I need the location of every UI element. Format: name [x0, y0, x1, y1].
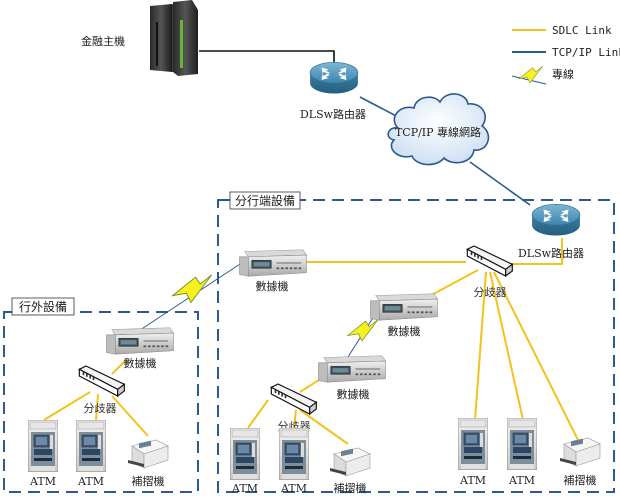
zone-branch-title: 分行端設備 — [235, 193, 295, 208]
terminal-branch-low-atm-1[interactable]: ATM — [230, 428, 260, 495]
hub-offsite-icon — [78, 365, 125, 397]
passbook-printer-icon — [127, 439, 169, 469]
terminal-offsite-atm-2[interactable]: ATM — [76, 420, 106, 488]
passbook-printer-icon — [559, 437, 601, 467]
zone-offsite-title: 行外設備 — [19, 299, 67, 314]
zone-offsite-title-box — [11, 297, 75, 316]
legend-item-leased-line: 專線 — [511, 65, 574, 85]
link-modem-top-offsite — [127, 263, 241, 339]
link-hub-low-printer — [299, 409, 349, 445]
terminal-label: 補摺機 — [564, 473, 597, 487]
hub-offsite-label: 分歧器 — [84, 402, 117, 415]
mainframe-label: 金融主機 — [81, 34, 125, 48]
terminal-offsite-printer[interactable]: 補摺機 — [127, 439, 169, 488]
atm-icon — [76, 420, 106, 472]
router-hq[interactable]: DLSw路由器 — [300, 61, 366, 121]
terminal-label: ATM — [231, 482, 258, 495]
terminal-label: 補摺機 — [132, 474, 165, 488]
legend-label: SDLC Link — [552, 24, 612, 37]
terminal-branch-low-printer[interactable]: 補摺機 — [329, 447, 371, 495]
link-offsite-modem-hub — [111, 359, 127, 375]
zone-branch-border — [217, 199, 615, 493]
terminal-label: ATM — [459, 474, 486, 487]
hub-branch[interactable]: 分歧器 — [466, 245, 513, 299]
leased-line-bolt-offsite-icon — [172, 274, 213, 303]
modem-offsite-icon — [106, 327, 174, 355]
modem-branch-low-label: 數據機 — [337, 387, 370, 401]
link-mainframe-router — [199, 50, 335, 62]
link-hub-modem-mid — [425, 269, 479, 299]
legend: SDLC Link TCP/IP Link 專線 — [511, 24, 620, 85]
terminal-branch-right-atm-2[interactable]: ATM — [507, 418, 537, 487]
link-cloud-branch-router — [469, 161, 531, 206]
terminal-label: ATM — [77, 475, 104, 488]
modem-offsite[interactable]: 數據機 — [106, 327, 174, 370]
router-branch-icon — [531, 203, 581, 237]
modem-branch-low[interactable]: 數據機 — [318, 355, 386, 401]
terminal-label: ATM — [280, 482, 307, 495]
modem-offsite-label: 數據機 — [124, 356, 157, 370]
terminals-branch-right: ATM ATM 補摺機 — [458, 418, 601, 487]
link-hub-low-atm1 — [247, 399, 269, 429]
atm-icon — [458, 418, 488, 470]
router-hq-label: DLSw路由器 — [300, 107, 366, 121]
link-hub-atm-r1 — [474, 271, 487, 421]
modem-branch-low-icon — [318, 355, 386, 383]
cloud-icon — [387, 93, 490, 166]
zone-offsite-border — [3, 311, 199, 493]
link-branch-router-hub — [508, 238, 563, 265]
router-hq-icon — [309, 61, 359, 95]
atm-icon — [28, 420, 58, 472]
terminal-branch-right-printer[interactable]: 補摺機 — [559, 437, 601, 487]
legend-label: TCP/IP Link — [552, 46, 620, 59]
terminal-branch-right-atm-1[interactable]: ATM — [458, 418, 488, 487]
modem-branch-mid-icon — [370, 293, 438, 321]
link-hub-printer-r — [493, 271, 579, 441]
link-router-cloud — [359, 96, 401, 119]
terminal-label: ATM — [508, 474, 535, 487]
terminal-branch-low-atm-2[interactable]: ATM — [279, 428, 309, 495]
tcpip-cloud[interactable]: TCP/IP 專線網路 — [387, 93, 490, 166]
modem-branch-mid-label: 數據機 — [388, 324, 421, 338]
legend-item-sdlc: SDLC Link — [512, 24, 612, 37]
atm-icon — [507, 418, 537, 470]
mainframe-icon — [150, 0, 198, 76]
lightning-bolt-icon — [518, 65, 543, 84]
link-hub-atm-r2 — [489, 271, 524, 421]
modem-branch-top-icon — [239, 249, 307, 277]
terminals-offsite: ATM ATM 補摺機 — [28, 420, 169, 488]
atm-icon — [230, 428, 260, 480]
hub-branch-low-icon — [270, 383, 317, 415]
modem-branch-top[interactable]: 數據機 — [239, 249, 307, 293]
terminal-offsite-atm-1[interactable]: ATM — [28, 420, 58, 488]
link-offsite-hub-atm2 — [95, 393, 99, 421]
cloud-label: TCP/IP 專線網路 — [395, 125, 481, 139]
router-branch-label: DLSw路由器 — [518, 246, 584, 260]
atm-icon — [279, 428, 309, 480]
terminal-label: 補摺機 — [334, 481, 367, 495]
links — [43, 50, 579, 445]
link-offsite-hub-printer — [111, 395, 149, 437]
mainframe[interactable]: 金融主機 — [81, 0, 198, 76]
legend-item-tcpip: TCP/IP Link — [512, 46, 620, 59]
leased-line-bolt-branch-icon — [347, 318, 379, 342]
passbook-printer-icon — [329, 447, 371, 477]
zone-offsite: 行外設備 — [3, 297, 199, 493]
hub-offsite[interactable]: 分歧器 — [78, 365, 125, 415]
zone-branch: 分行端設備 — [217, 191, 615, 493]
terminal-label: ATM — [29, 475, 56, 488]
modem-branch-mid[interactable]: 數據機 — [370, 293, 438, 338]
zone-branch-title-box — [229, 191, 301, 210]
link-offsite-hub-atm1 — [43, 391, 91, 421]
terminals-branch-low: ATM ATM 補摺機 — [230, 428, 371, 495]
link-hub-low-atm2 — [293, 409, 297, 429]
hub-branch-low[interactable]: 分歧器 — [270, 383, 317, 433]
router-branch[interactable]: DLSw路由器 — [518, 203, 584, 260]
hub-branch-label: 分歧器 — [474, 286, 507, 299]
modem-branch-top-label: 數據機 — [256, 279, 289, 293]
legend-label: 專線 — [552, 67, 574, 81]
